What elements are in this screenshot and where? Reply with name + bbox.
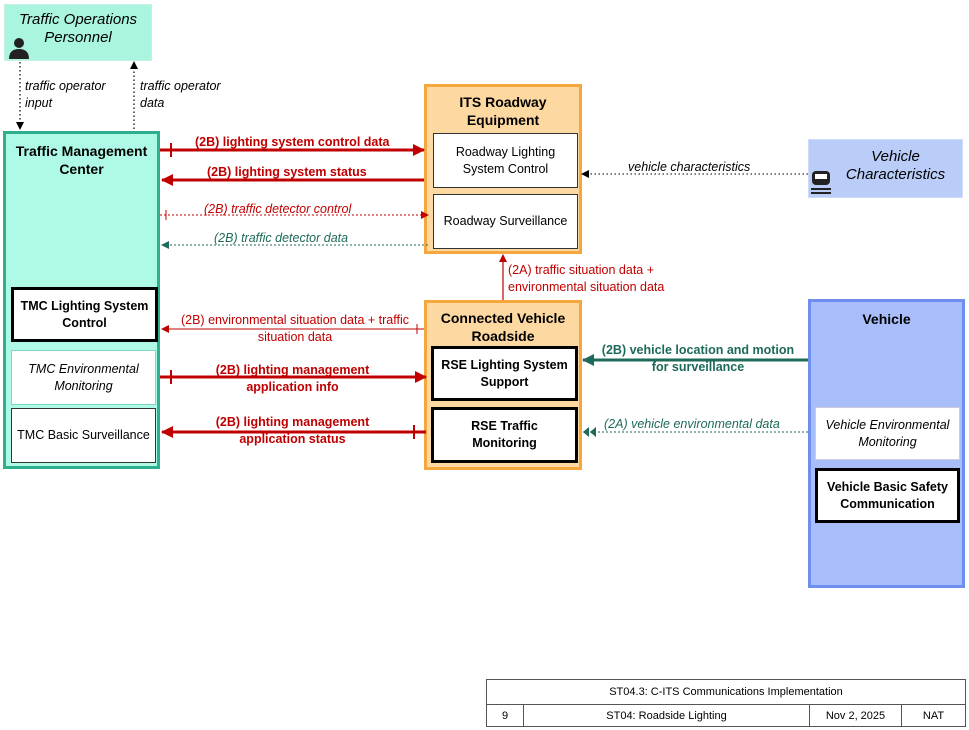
- operator-data-label: traffic operator data: [140, 79, 221, 110]
- traffic-operations-title: Traffic Operations Personnel: [18, 11, 138, 46]
- car-road-icon: [811, 171, 831, 194]
- tmc-environmental-monitoring[interactable]: TMC Environmental Monitoring: [11, 350, 156, 405]
- footer-row: 9 ST04: Roadside Lighting Nov 2, 2025 NA…: [487, 704, 965, 727]
- lighting-control-data-label: (2B) lighting system control data: [195, 135, 390, 149]
- situation-up-text: (2A) traffic situation data + environmen…: [508, 263, 665, 294]
- mgmt-status-label: (2B) lighting management application sta…: [215, 415, 370, 446]
- person-icon: [9, 38, 29, 59]
- connected-vehicle-roadside[interactable]: Connected Vehicle Roadside RSE Lighting …: [424, 300, 582, 470]
- vehicle-environmental-monitoring[interactable]: Vehicle Environmental Monitoring: [815, 407, 960, 460]
- tmc-title: Traffic Management Center: [15, 143, 148, 177]
- operator-input-label: traffic operator input: [25, 79, 106, 110]
- vehicle-basic-safety-communication[interactable]: Vehicle Basic Safety Communication: [815, 468, 960, 523]
- vehicle-characteristics-label: vehicle characteristics: [628, 160, 751, 174]
- vehicle[interactable]: Vehicle Vehicle Environmental Monitoring…: [808, 299, 965, 588]
- situation-up-label: (2A) traffic situation data + environmen…: [508, 262, 693, 296]
- traffic-management-center[interactable]: Traffic Management Center TMC Lighting S…: [3, 131, 160, 469]
- detector-control-label: (2B) traffic detector control: [204, 202, 352, 216]
- vehicle-env-label: (2A) vehicle environmental data: [604, 417, 780, 431]
- cvr-title: Connected Vehicle Roadside: [440, 310, 566, 344]
- tmc-lighting-system-control[interactable]: TMC Lighting System Control: [11, 287, 158, 342]
- footer-date: Nov 2, 2025: [809, 704, 901, 727]
- footer-subtitle: ST04: Roadside Lighting: [523, 704, 809, 727]
- env-situation-label: (2B) environmental situation data + traf…: [180, 313, 409, 344]
- its-roadway-equipment[interactable]: ITS Roadway Equipment Roadway Lighting S…: [424, 84, 582, 254]
- rse-lighting-system-support[interactable]: RSE Lighting System Support: [431, 346, 578, 401]
- detector-data-label: (2B) traffic detector data: [214, 231, 349, 245]
- roadway-lighting-system-control[interactable]: Roadway Lighting System Control: [433, 133, 578, 188]
- its-title: ITS Roadway Equipment: [459, 94, 547, 128]
- roadway-surveillance[interactable]: Roadway Surveillance: [433, 194, 578, 249]
- vehicle-characteristics-title: Vehicle Characteristics: [845, 148, 946, 183]
- tmc-basic-surveillance[interactable]: TMC Basic Surveillance: [11, 408, 156, 463]
- rse-traffic-monitoring[interactable]: RSE Traffic Monitoring: [431, 407, 578, 463]
- footer-org: NAT: [901, 704, 965, 727]
- vehicle-characteristics[interactable]: Vehicle Characteristics: [808, 139, 963, 198]
- mgmt-info-label: (2B) lighting management application inf…: [215, 363, 370, 394]
- footer-title-block: ST04.3: C-ITS Communications Implementat…: [486, 679, 966, 727]
- vehicle-title: Vehicle: [862, 311, 911, 327]
- vehicle-location-label: (2B) vehicle location and motion for sur…: [601, 343, 795, 374]
- footer-page: 9: [501, 709, 509, 722]
- traffic-operations-personnel[interactable]: Traffic Operations Personnel: [4, 4, 152, 61]
- lighting-status-label: (2B) lighting system status: [207, 165, 367, 179]
- footer-title: ST04.3: C-ITS Communications Implementat…: [487, 680, 965, 705]
